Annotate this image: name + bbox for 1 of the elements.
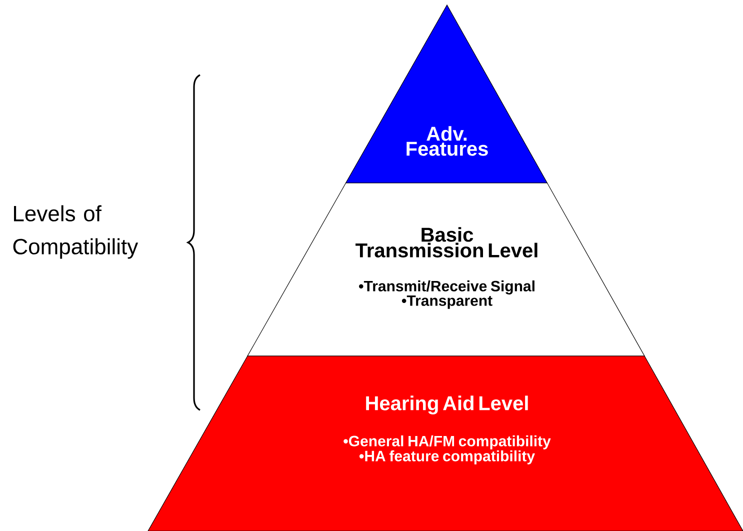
- side-label: Levels of Compatibility: [13, 205, 138, 259]
